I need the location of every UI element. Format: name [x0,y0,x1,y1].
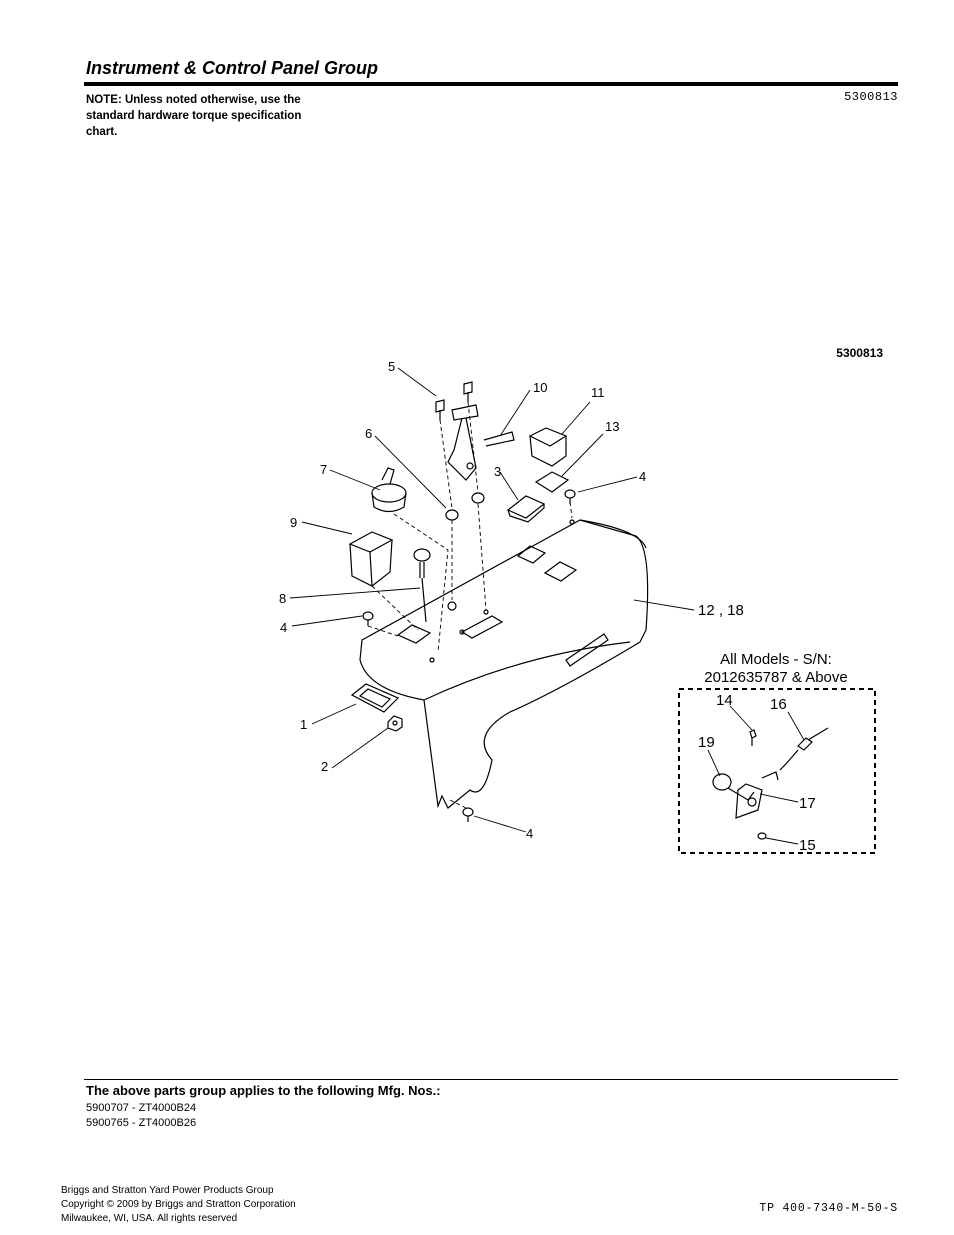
callout-19: 19 [698,734,715,751]
control-panel-body [359,519,649,809]
page-title: Instrument & Control Panel Group [86,58,379,78]
part-hour-meter [528,427,568,467]
callout-4b: 4 [280,620,287,635]
inset-caption-line1: All Models - S/N: [720,651,832,668]
callout-4a: 4 [639,469,646,484]
callout-6: 6 [365,426,372,441]
footer-line-company: Briggs and Stratton Yard Power Products … [61,1185,274,1196]
callout-4c: 4 [526,826,533,841]
callout-12-18: 12 , 18 [698,602,744,619]
torque-note: NOTE: Unless noted otherwise, use the st… [86,94,302,138]
leader-lines [289,367,695,833]
callout-1: 1 [300,717,307,732]
callout-9: 9 [290,515,297,530]
figure-code: 5300813 [836,346,883,360]
footer-line-copyright: Copyright © 2009 by Briggs and Stratton … [61,1199,296,1210]
explode-lines [367,401,573,809]
bottom-rule [84,1079,898,1080]
mfg-item: 5900765 - ZT4000B26 [86,1117,197,1129]
part-bezel [350,683,400,713]
inset-detail: All Models - S/N: 2012635787 & Above 14 … [678,651,876,854]
part-cover-plate [506,495,546,523]
part-ignition-switch [371,467,407,513]
callout-16: 16 [770,696,787,713]
callout-10: 10 [533,380,547,395]
callout-2: 2 [321,759,328,774]
callout-14: 14 [716,692,733,709]
document-number: TP 400-7340-M-50-S [759,1202,898,1215]
part-choke-cable [413,548,431,623]
mfg-item: 5900707 - ZT4000B24 [86,1102,197,1114]
callout-7: 7 [320,462,327,477]
part-toggle-switch [348,531,394,587]
callout-11: 11 [591,385,605,400]
part-bolts [435,381,473,420]
copyright-footer: Briggs and Stratton Yard Power Products … [61,1184,296,1226]
callout-13: 13 [605,419,619,434]
part-nut [387,715,403,732]
callout-numbers: 5 10 11 6 13 7 3 4 9 8 12 , 18 4 1 2 4 [279,359,744,841]
callout-5: 5 [388,359,395,374]
callout-15: 15 [799,837,816,854]
part-throttle-lever [447,404,515,481]
callout-8: 8 [279,591,286,606]
part-gasket [534,471,570,493]
inset-frame [678,688,876,854]
inset-caption-line2: 2012635787 & Above [704,669,847,686]
mfg-list: 5900707 - ZT4000B24 5900765 - ZT4000B26 [86,1101,196,1131]
applies-heading: The above parts group applies to the fol… [86,1083,441,1098]
footer-line-location: Milwaukee, WI, USA. All rights reserved [61,1213,238,1224]
callout-17: 17 [799,795,816,812]
title-rule [84,82,898,86]
part-code: 5300813 [844,90,898,104]
callout-3: 3 [494,464,501,479]
